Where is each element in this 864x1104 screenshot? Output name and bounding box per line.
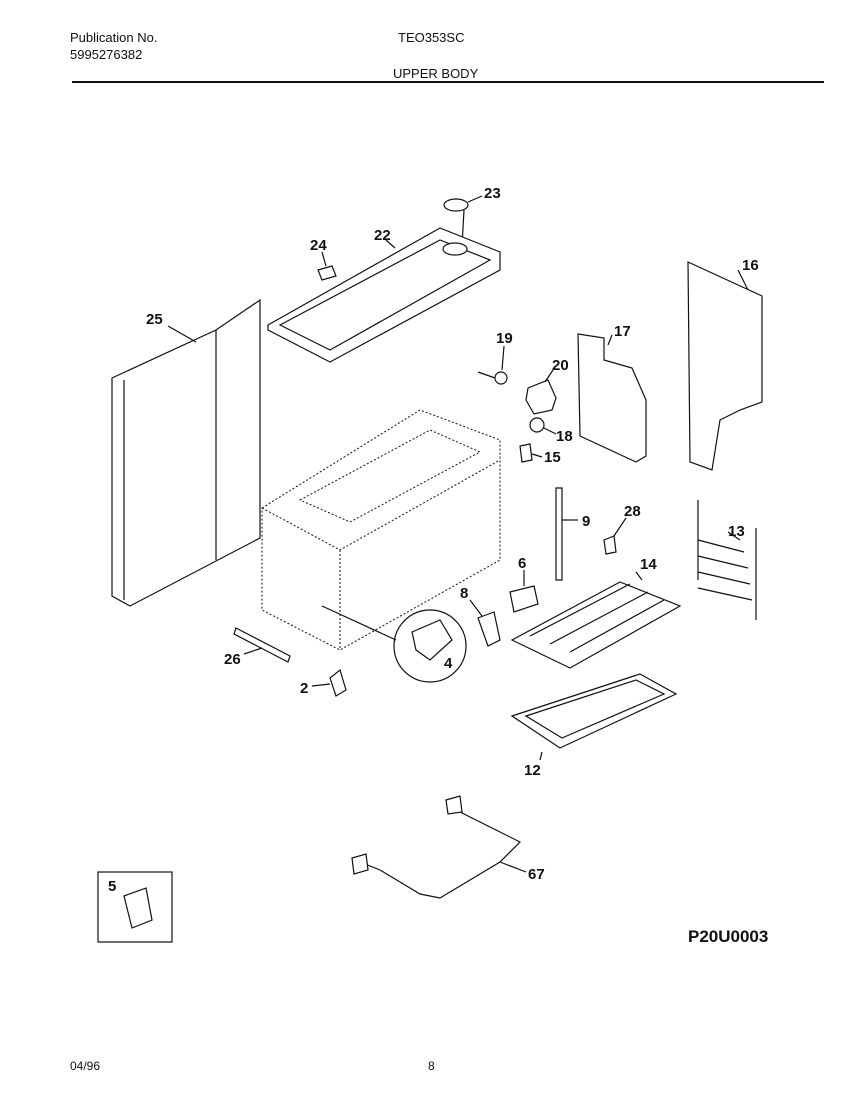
callout-13: 13 xyxy=(728,523,745,540)
callout-18: 18 xyxy=(556,428,573,445)
callout-2: 2 xyxy=(300,680,308,697)
callout-67: 67 xyxy=(528,866,545,883)
callout-9: 9 xyxy=(582,513,590,530)
callout-14: 14 xyxy=(640,556,657,573)
part-18-lamp xyxy=(529,417,557,435)
callout-28: 28 xyxy=(624,503,641,520)
callout-4: 4 xyxy=(444,655,453,672)
part-22-top-panel xyxy=(267,227,501,363)
callout-20: 20 xyxy=(552,357,569,374)
part-25-side-panel xyxy=(111,298,261,607)
part-13-rack-supports xyxy=(697,500,757,620)
part-15-clip xyxy=(519,443,543,463)
callout-15: 15 xyxy=(544,449,561,466)
callout-19: 19 xyxy=(496,330,513,347)
part-28-clip xyxy=(603,517,627,555)
callout-12: 12 xyxy=(524,762,541,779)
part-12-broil-pan xyxy=(510,673,678,761)
callout-26: 26 xyxy=(224,651,241,668)
footer-date: 04/96 xyxy=(70,1059,101,1073)
part-5-inset xyxy=(97,871,173,943)
callout-22: 22 xyxy=(374,227,391,244)
part-26-strip xyxy=(233,627,291,663)
part-17-bracket-panel xyxy=(577,333,647,463)
section-title: UPPER BODY xyxy=(393,66,479,81)
part-20-bracket xyxy=(525,369,557,415)
oven-cavity-body xyxy=(261,409,501,651)
callout-17: 17 xyxy=(614,323,631,340)
callout-24: 24 xyxy=(310,237,327,254)
callout-25: 25 xyxy=(146,311,163,328)
callout-16: 16 xyxy=(742,257,759,274)
callout-8: 8 xyxy=(460,585,468,602)
part-14-oven-rack xyxy=(510,571,682,669)
part-16-side-panel xyxy=(687,261,763,471)
page-number: 8 xyxy=(428,1059,435,1073)
model-number: TEO353SC xyxy=(398,30,465,45)
publication-label: Publication No. xyxy=(70,30,158,45)
callout-6: 6 xyxy=(518,555,526,572)
publication-number: 5995276382 xyxy=(70,47,143,62)
callout-23: 23 xyxy=(484,185,501,202)
part-9-strip xyxy=(555,487,578,581)
part-6-label xyxy=(509,570,539,613)
callout-5: 5 xyxy=(108,878,116,895)
header-rule xyxy=(72,81,824,83)
part-8-bracket xyxy=(469,599,501,647)
part-23-cap xyxy=(443,195,483,247)
part-67-bake-element xyxy=(351,795,527,899)
part-2-clip xyxy=(311,668,347,697)
part-24-clip xyxy=(317,251,337,281)
part-4-detail xyxy=(321,605,467,683)
diagram-code: P20U0003 xyxy=(688,927,769,946)
part-19-sensor xyxy=(477,345,508,385)
